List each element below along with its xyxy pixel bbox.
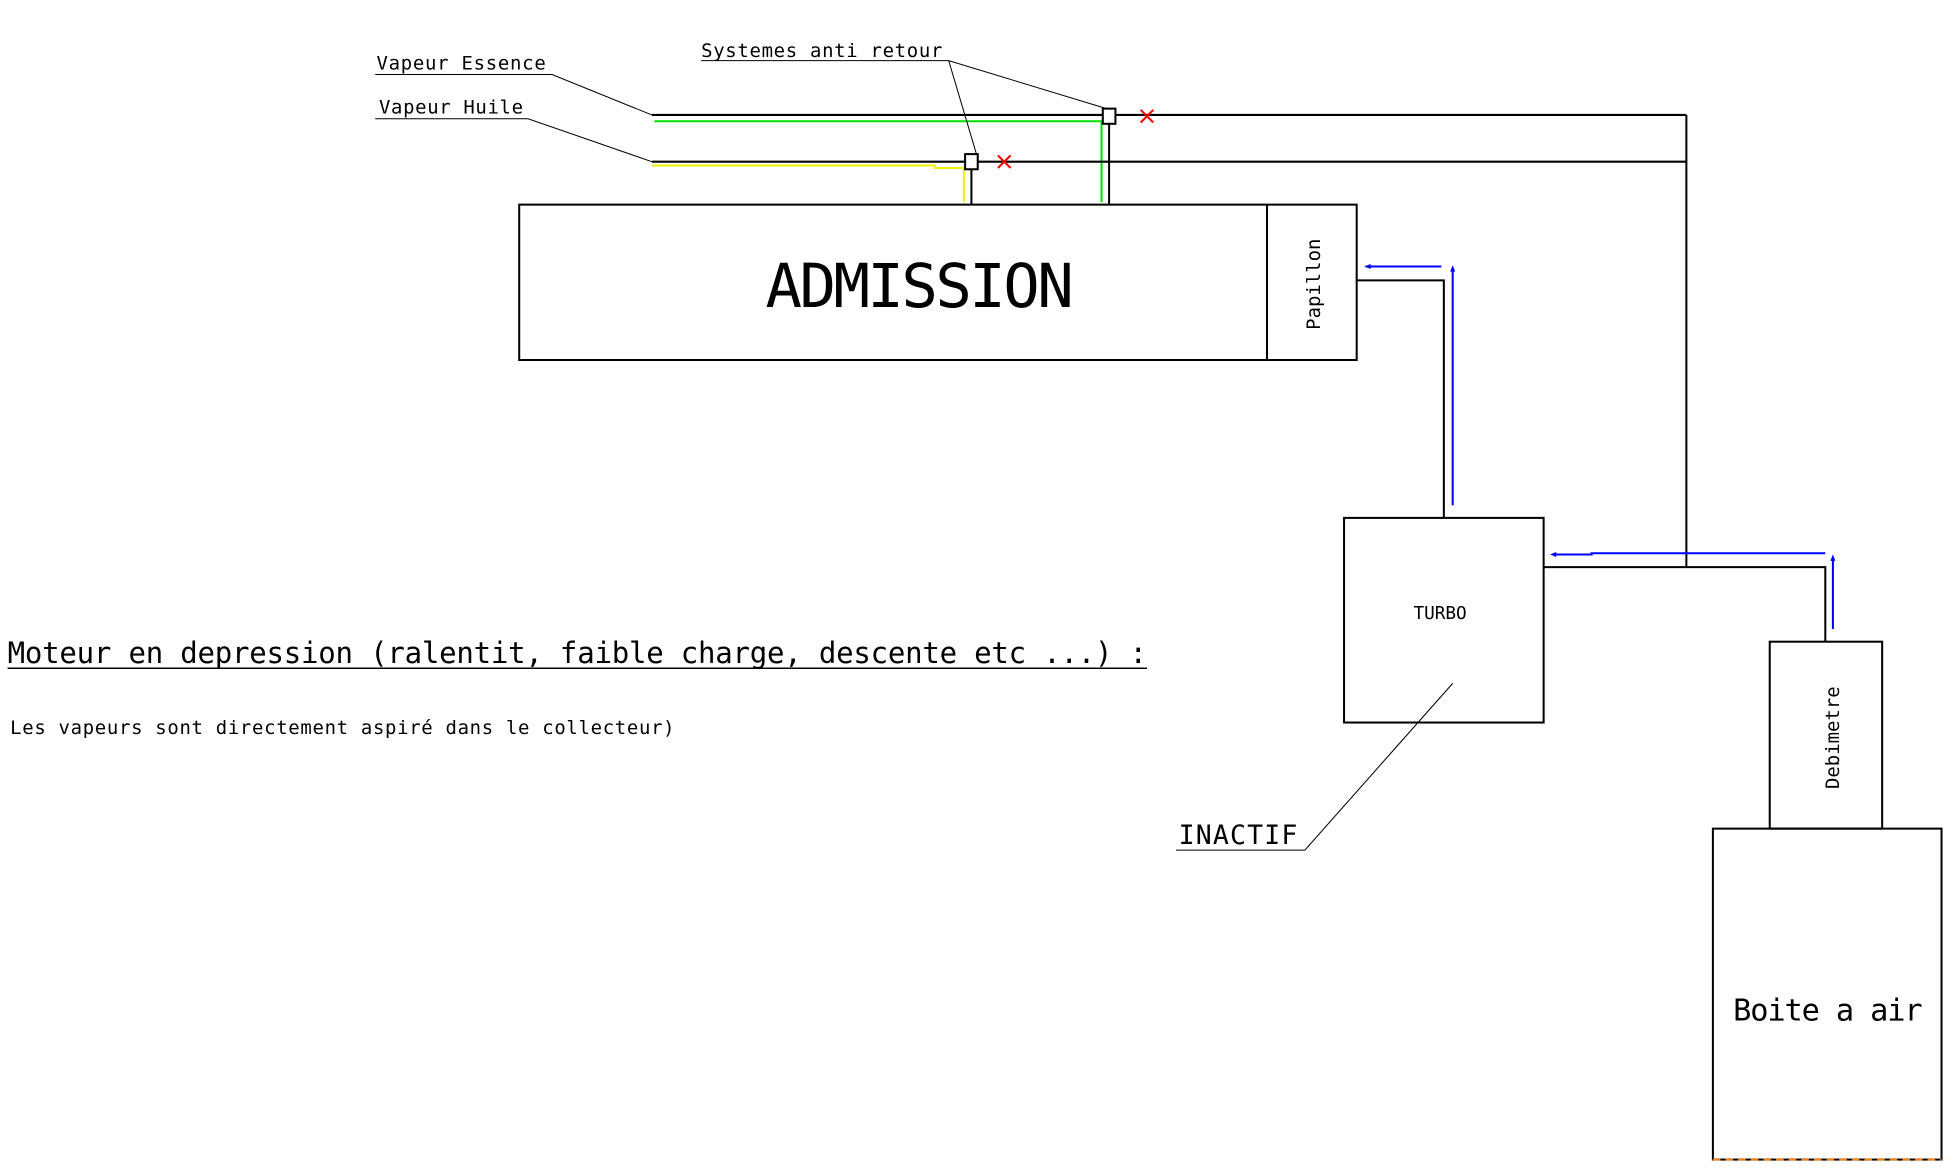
admission-box (518, 203, 1358, 362)
description-heading: Moteur en depression (ralentit, faible c… (8, 636, 1147, 670)
turbo-box (1343, 516, 1545, 724)
leader-vapeur-essence (375, 74, 653, 116)
pipe-turbo-papillon (1356, 279, 1445, 518)
leader-inactif (1176, 683, 1454, 851)
label-vapeur-essence: Vapeur Essence (376, 52, 545, 74)
label-boite-a-air: Boite a air (1733, 994, 1922, 1029)
label-turbo: TURBO (1413, 604, 1466, 624)
label-admission: ADMISSION (766, 252, 1074, 322)
label-inactif: INACTIF (1179, 820, 1298, 851)
leader-vapeur-huile (375, 118, 653, 163)
description-text: Les vapeurs sont directement aspiré dans… (10, 717, 674, 739)
arrowhead-icon (1450, 265, 1456, 272)
label-papillon: Papillon (1303, 239, 1325, 330)
arrowhead-icon (1830, 554, 1836, 561)
flow-arrow-huile (651, 164, 965, 203)
label-vapeur-huile: Vapeur Huile (379, 97, 523, 119)
flow-arrow-air-turbo-inlet (1552, 552, 1826, 556)
arrowhead-icon (1549, 552, 1557, 558)
label-debimetre: Debimetre (1822, 686, 1844, 789)
flow-arrow-essence (654, 120, 1103, 203)
pipe-turbo-debimetre (1543, 566, 1827, 642)
check-valve-huile (964, 153, 979, 171)
check-valve-essence (1101, 107, 1117, 125)
blocked-x-icon (997, 154, 1012, 169)
leader-anti-retour-1 (948, 60, 1107, 110)
leader-anti-retour-2 (948, 60, 977, 155)
arrowhead-icon (1364, 264, 1371, 270)
blocked-x-icon (1139, 109, 1155, 124)
label-anti-retour: Systemes anti retour (701, 40, 942, 62)
